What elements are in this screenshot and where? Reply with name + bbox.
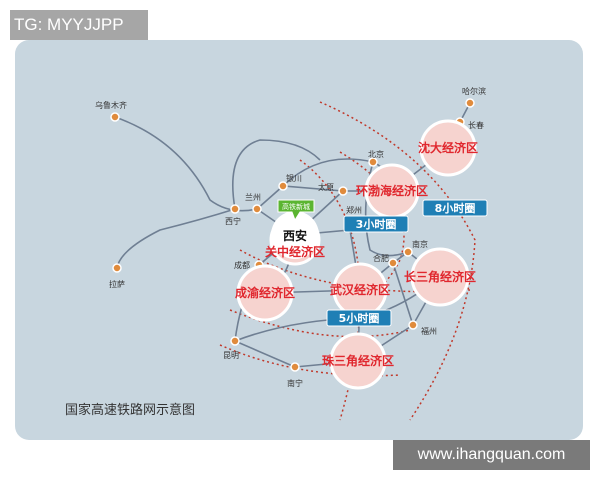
- economic-zone-circle: [410, 247, 470, 307]
- city-marker: [252, 204, 262, 214]
- ring-badge-label: 5小时圈: [339, 311, 380, 325]
- xian-circle: [271, 211, 319, 259]
- city-label: 福州: [421, 327, 437, 336]
- city-marker: [290, 362, 300, 372]
- city-label: 兰州: [245, 192, 261, 202]
- travel-ring-line: [329, 151, 405, 321]
- rail-line: [232, 139, 321, 210]
- map-title: 国家高速铁路网示意图: [65, 402, 195, 418]
- city-label: 北京: [368, 149, 384, 159]
- city-label: 太原: [318, 182, 334, 192]
- city-marker: [403, 247, 413, 257]
- city-label: 长春: [468, 120, 484, 130]
- city-label: 哈尔滨: [462, 86, 486, 96]
- economic-zone-label: 武汉经济区: [330, 282, 390, 297]
- watermark-bottom: www.ihangquan.com: [393, 440, 590, 470]
- city-marker: [368, 157, 378, 167]
- city-label: 南宁: [287, 378, 303, 388]
- city-label: 郑州: [346, 205, 362, 215]
- city-marker: [112, 263, 122, 273]
- watermark-top: TG: MYYJJPP: [10, 10, 148, 40]
- economic-zone-circle: [419, 119, 477, 177]
- ring-badge: [343, 215, 409, 233]
- rail-line: [116, 208, 236, 269]
- economic-zone-circle: [329, 332, 387, 390]
- city-marker: [230, 204, 240, 214]
- economic-zone-label: 成渝经济区: [235, 285, 295, 300]
- economic-zone-label: 环渤海经济区: [356, 183, 428, 198]
- ring-badge: [422, 199, 488, 217]
- city-label: 西宁: [225, 216, 241, 226]
- ring-badge-label: 3小时圈: [356, 217, 397, 231]
- ring-badge-label: 8小时圈: [435, 201, 476, 215]
- city-marker: [110, 112, 120, 122]
- city-marker: [408, 320, 418, 330]
- city-marker: [465, 98, 475, 108]
- center-city-label: 西安: [283, 228, 307, 243]
- callout-label: 高铁新城: [282, 202, 310, 211]
- city-label: 银川: [286, 173, 302, 183]
- city-label: 拉萨: [109, 279, 125, 289]
- travel-ring-line: [319, 101, 476, 421]
- city-marker: [388, 258, 398, 268]
- city-label: 合肥: [373, 253, 389, 263]
- city-label: 南京: [412, 239, 428, 249]
- city-marker: [278, 181, 288, 191]
- economic-zone-label: 关中经济区: [265, 244, 325, 259]
- city-label: 昆明: [223, 351, 239, 360]
- city-label: 成都: [234, 260, 250, 270]
- city-marker: [338, 186, 348, 196]
- economic-zone-label: 沈大经济区: [418, 140, 478, 155]
- rail-line: [392, 262, 414, 326]
- city-label: 乌鲁木齐: [95, 100, 127, 110]
- city-marker: [230, 336, 240, 346]
- economic-zone-label: 长三角经济区: [404, 269, 476, 284]
- economic-zone-circle: [236, 264, 294, 322]
- callout-bubble: [277, 199, 315, 222]
- economic-zone-label: 珠三角经济区: [322, 353, 394, 368]
- ring-badge: [326, 309, 392, 327]
